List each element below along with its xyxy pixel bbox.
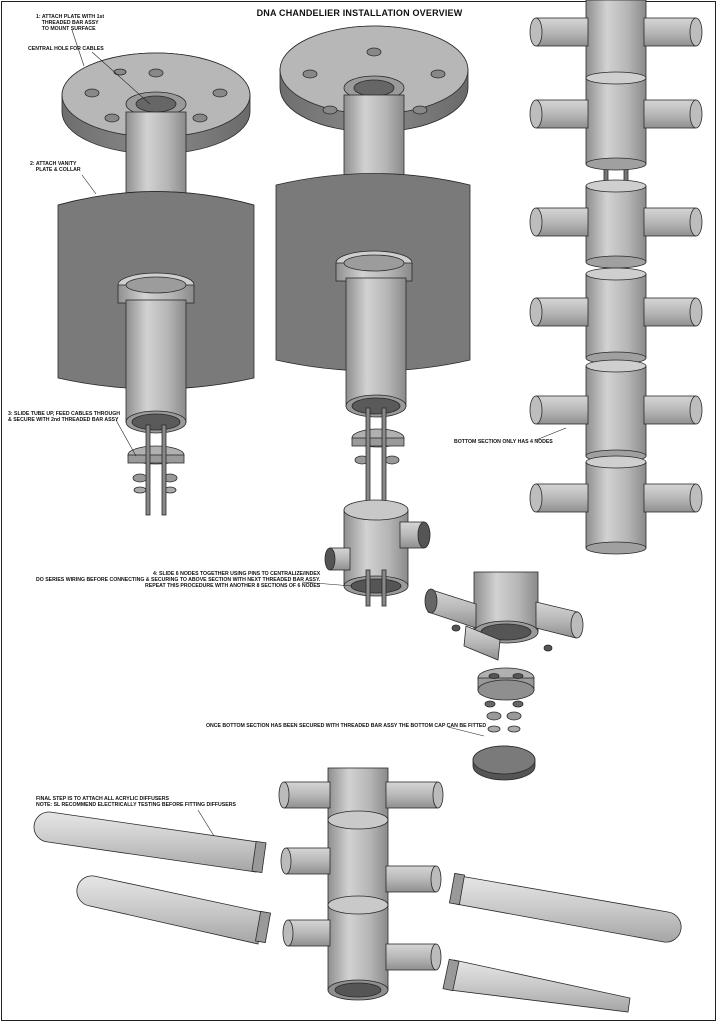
page-title: DNA CHANDELIER INSTALLATION OVERVIEW bbox=[256, 8, 463, 18]
column-arm-11 bbox=[643, 483, 697, 513]
note-step-3: 3: SLIDE TUBE UP, FEED CABLES THROUGH & … bbox=[8, 411, 121, 423]
column-arm-2 bbox=[535, 99, 589, 129]
column-arm-9 bbox=[643, 395, 697, 425]
column-arm-4 bbox=[535, 207, 589, 237]
column-arm-4-end bbox=[529, 207, 543, 237]
column-arm-11-end bbox=[689, 483, 703, 513]
column-node-5 bbox=[585, 461, 647, 549]
column-arm-0-end bbox=[529, 17, 543, 47]
column-node-4 bbox=[585, 365, 647, 457]
column-node-1-top bbox=[585, 71, 647, 85]
acrylic-diffusers bbox=[33, 811, 682, 1013]
threaded-bar-1a bbox=[145, 424, 151, 516]
bottom-node-and-cap bbox=[424, 571, 584, 781]
column-arm-10-end bbox=[529, 483, 543, 513]
column-arm-10 bbox=[535, 483, 589, 513]
diffuser-4 bbox=[449, 959, 631, 1013]
column-arm-5-end bbox=[689, 207, 703, 237]
note-bottom-cap: ONCE BOTTOM SECTION HAS BEEN SECURED WIT… bbox=[206, 723, 487, 729]
lower-arms bbox=[278, 781, 444, 971]
column-node-1-bottom bbox=[585, 157, 647, 171]
column-arm-0 bbox=[535, 17, 589, 47]
diffuser-1 bbox=[33, 811, 259, 873]
column-node-2-bottom bbox=[585, 255, 647, 269]
column-top-tube bbox=[585, 0, 647, 79]
column-node-5-bottom bbox=[585, 541, 647, 555]
column-node-2 bbox=[585, 185, 647, 263]
note-step-2: 2: ATTACH VANITY PLATE & COLLAR bbox=[30, 161, 81, 173]
column-node-5-top bbox=[585, 455, 647, 469]
note-step-1: 1: ATTACH PLATE WITH 1st THREADED BAR AS… bbox=[36, 14, 105, 32]
leader-lines bbox=[71, 29, 567, 837]
column-arm-3-end bbox=[689, 99, 703, 129]
column-arm-7-end bbox=[689, 297, 703, 327]
column-arm-9-end bbox=[689, 395, 703, 425]
bottom-cap bbox=[472, 745, 536, 775]
tube-1 bbox=[125, 299, 187, 423]
note-bottom-section: BOTTOM SECTION ONLY HAS 4 NODES bbox=[454, 439, 553, 445]
column-arm-2-end bbox=[529, 99, 543, 129]
assembly-step-1-3 bbox=[57, 52, 255, 516]
lower-column-with-diffusers bbox=[33, 767, 682, 1013]
column-node-2-top bbox=[585, 179, 647, 193]
column-arm-8 bbox=[535, 395, 589, 425]
column-node-3 bbox=[585, 273, 647, 359]
plate-1-holes bbox=[84, 68, 228, 123]
column-arm-6 bbox=[535, 297, 589, 327]
node-step-4 bbox=[343, 509, 409, 587]
diffuser-2 bbox=[76, 875, 263, 945]
assembly-step-2-4 bbox=[275, 25, 471, 607]
column-node-1 bbox=[585, 77, 647, 165]
column-node-3-top bbox=[585, 267, 647, 281]
tube-2 bbox=[345, 277, 407, 407]
column-arm-3 bbox=[643, 99, 697, 129]
note-central-hole: CENTRAL HOLE FOR CABLES bbox=[28, 46, 104, 52]
threaded-bar-1b bbox=[161, 424, 167, 516]
chandelier-column bbox=[529, 0, 703, 555]
diffuser-3 bbox=[455, 875, 682, 943]
column-arm-1-end bbox=[689, 17, 703, 47]
note-step-4: 4: SLIDE 6 NODES TOGETHER USING PINS TO … bbox=[36, 571, 321, 589]
column-arm-5 bbox=[643, 207, 697, 237]
column-arm-1 bbox=[643, 17, 697, 47]
column-arm-6-end bbox=[529, 297, 543, 327]
note-final-step: FINAL STEP IS TO ATTACH ALL ACRYLIC DIFF… bbox=[36, 796, 236, 808]
column-node-4-top bbox=[585, 359, 647, 373]
column-arm-8-end bbox=[529, 395, 543, 425]
column-arm-7 bbox=[643, 297, 697, 327]
